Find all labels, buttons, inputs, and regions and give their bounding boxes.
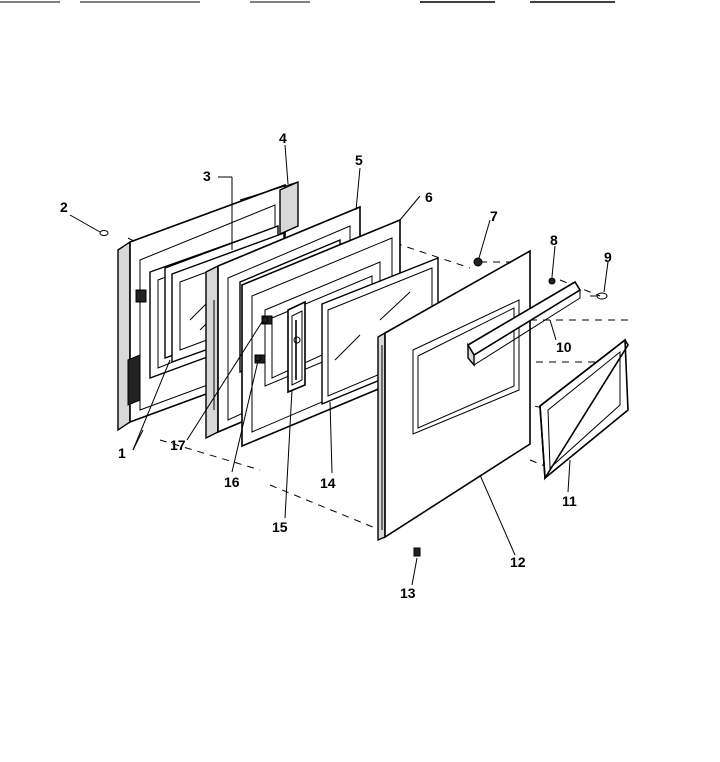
label-12: 12 <box>510 554 526 570</box>
door-handle <box>466 280 582 367</box>
label-1: 1 <box>118 445 126 461</box>
part-labels: 1 2 3 4 5 6 7 8 9 10 11 12 13 14 15 16 1… <box>60 130 612 601</box>
label-4: 4 <box>279 130 287 146</box>
label-5: 5 <box>355 152 363 168</box>
screw-2 <box>99 230 109 236</box>
label-17: 17 <box>170 437 186 453</box>
hinge-bracket <box>287 300 306 394</box>
label-16: 16 <box>224 474 240 490</box>
label-13: 13 <box>400 585 416 601</box>
door-trim-frame <box>539 338 629 481</box>
screw-8 <box>548 277 556 285</box>
screw-13 <box>413 547 421 557</box>
label-8: 8 <box>550 232 558 248</box>
leader-lines <box>69 144 609 586</box>
door-top-channel <box>239 180 299 236</box>
screw-17 <box>261 316 269 324</box>
label-9: 9 <box>604 249 612 265</box>
screw-7 <box>473 257 483 267</box>
screw-9 <box>590 292 608 300</box>
label-11: 11 <box>562 493 577 509</box>
label-10: 10 <box>556 339 572 355</box>
inner-door-panel <box>241 218 401 448</box>
label-14: 14 <box>320 475 336 491</box>
label-7: 7 <box>490 208 498 224</box>
label-3: 3 <box>203 168 211 184</box>
label-2: 2 <box>60 199 68 215</box>
outer-door-panel <box>377 249 531 542</box>
label-15: 15 <box>272 519 288 535</box>
label-6: 6 <box>425 189 433 205</box>
